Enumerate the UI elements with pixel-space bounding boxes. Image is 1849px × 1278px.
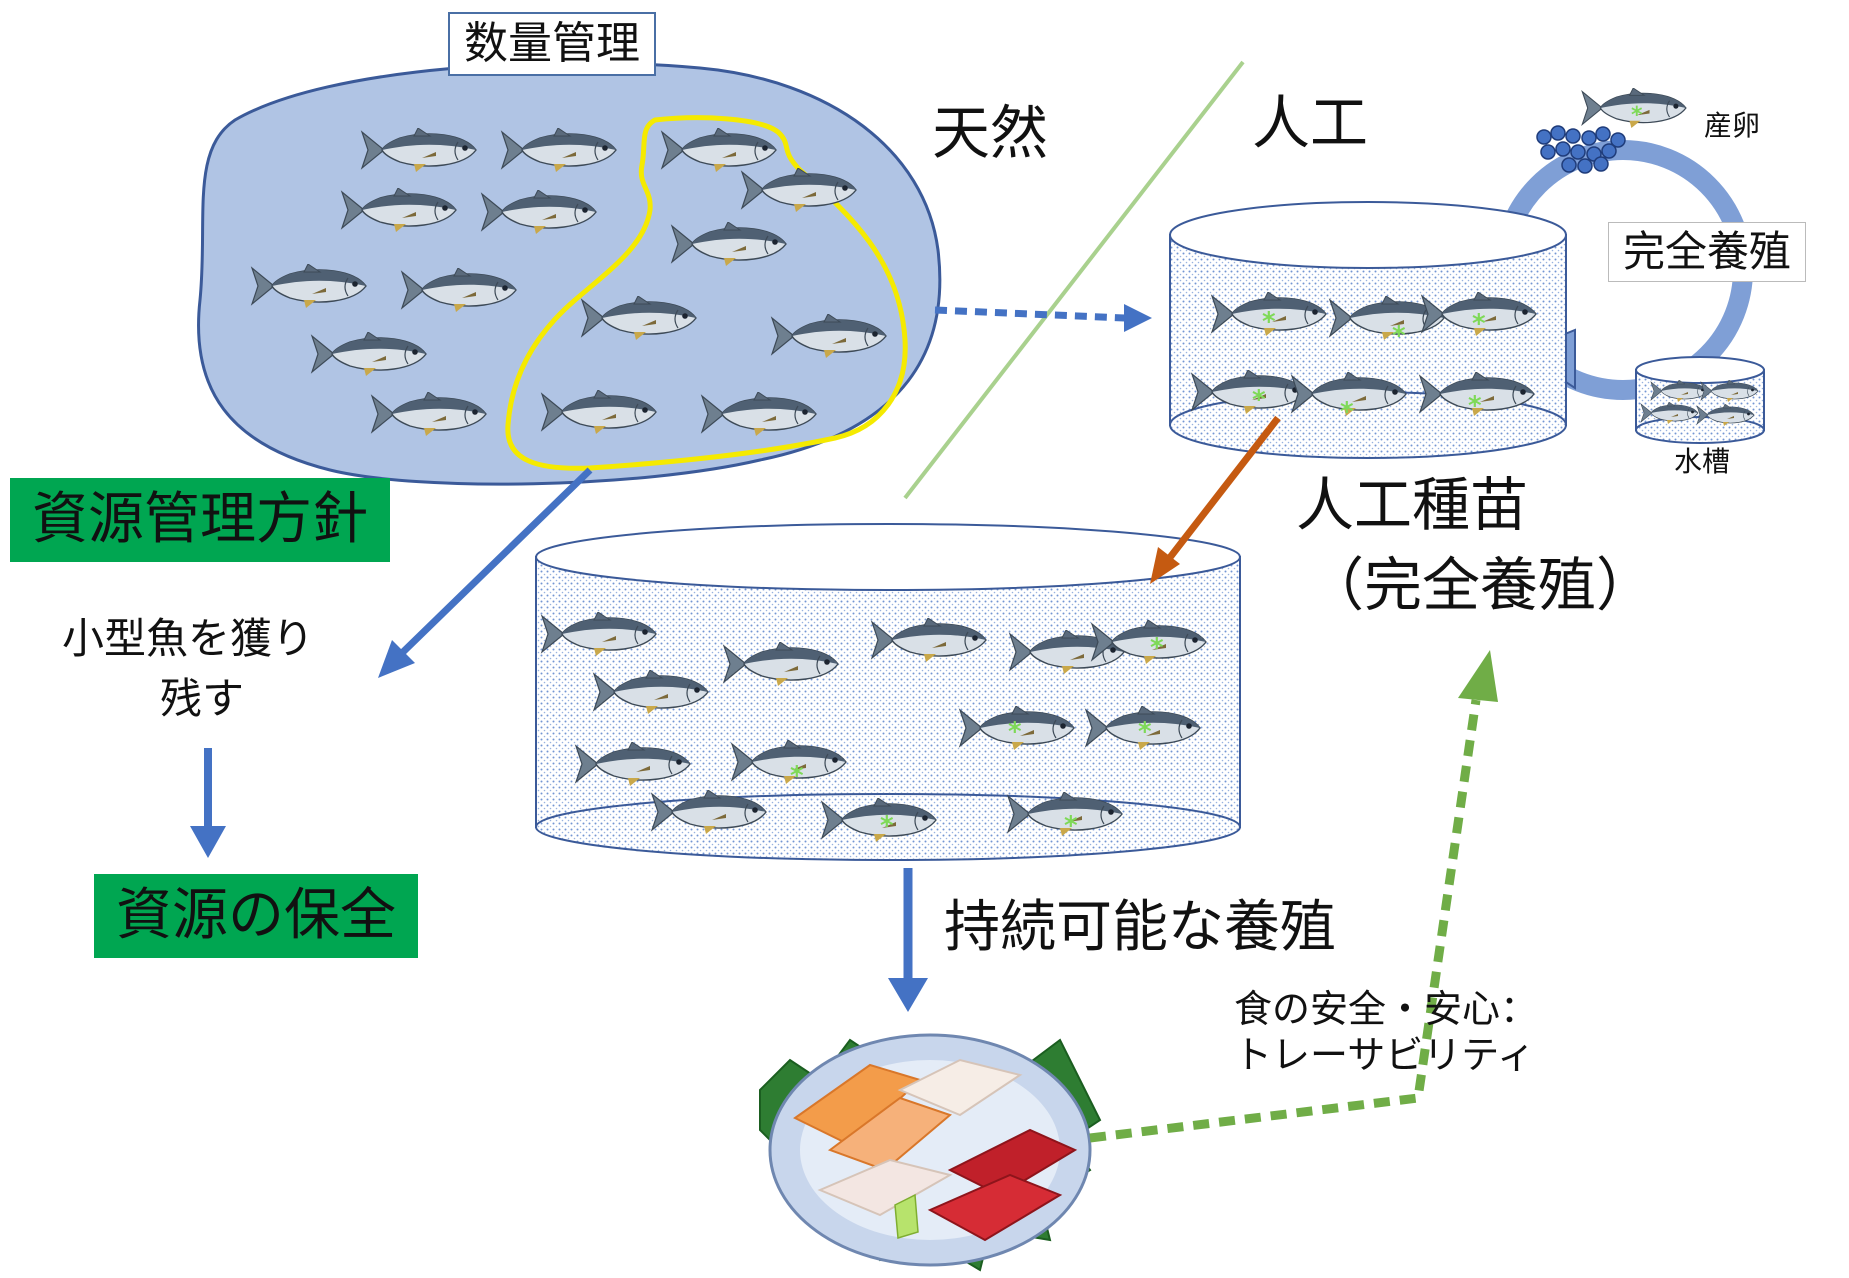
natural-label: 天然 <box>932 99 1049 167</box>
traceability-arrow <box>1089 699 1481 1143</box>
svg-text:*: * <box>1262 307 1276 337</box>
quantity-management-label: 数量管理 <box>448 12 656 76</box>
svg-text:*: * <box>1340 397 1354 427</box>
traceability-label: トレーサビリティ <box>1234 1033 1535 1077</box>
sustainable-aquaculture-label: 持続可能な養殖 <box>944 895 1336 960</box>
svg-text:*: * <box>880 811 894 841</box>
svg-text:*: * <box>1150 633 1164 663</box>
svg-text:*: * <box>1472 309 1486 339</box>
wild-to-seedling-arrow <box>934 304 1152 332</box>
resource-conservation-label: 資源の保全 <box>94 874 418 958</box>
sashimi-plate-icon <box>759 1033 1102 1272</box>
svg-text:*: * <box>790 761 804 791</box>
food-safety-label: 食の安全・安心： <box>1234 987 1539 1031</box>
leave-small-fish-label: 小型魚を獲り <box>62 614 315 663</box>
svg-text:*: * <box>1064 811 1078 841</box>
artificial-seedling-tank: * * * * * * <box>1169 201 1567 459</box>
svg-text:*: * <box>1468 391 1482 421</box>
conservation-arrow <box>190 748 226 858</box>
aquaculture-tank: * * * * * * <box>535 523 1241 861</box>
artificial-seedling-sublabel: （完全養殖） <box>1306 551 1655 619</box>
svg-text:*: * <box>1138 717 1152 747</box>
traceability-arrowhead <box>1458 650 1498 702</box>
full-aquaculture-cycle-label: 完全養殖 <box>1608 222 1807 282</box>
spawning-fish: * <box>1581 88 1687 128</box>
svg-text:*: * <box>1252 385 1266 415</box>
natural-artificial-divider <box>903 60 1245 500</box>
seedling-to-tank-arrow <box>1150 415 1281 584</box>
water-tank <box>1635 356 1765 444</box>
svg-text:*: * <box>1392 321 1406 351</box>
svg-text:*: * <box>1631 103 1643 128</box>
tank-to-dish-arrow <box>888 868 928 1012</box>
svg-text:*: * <box>1008 717 1022 747</box>
leave-small-fish-label-line2: 残す <box>160 674 245 723</box>
wild-stock-pond <box>197 61 942 486</box>
water-tank-label: 水槽 <box>1674 445 1731 478</box>
fish-eggs-icon <box>1536 125 1626 174</box>
artificial-label: 人工 <box>1252 89 1369 157</box>
spawning-label: 産卵 <box>1704 109 1761 142</box>
artificial-seedling-label: 人工種苗 <box>1296 471 1529 539</box>
policy-arrow <box>378 467 593 678</box>
resource-policy-label: 資源管理方針 <box>10 478 390 562</box>
